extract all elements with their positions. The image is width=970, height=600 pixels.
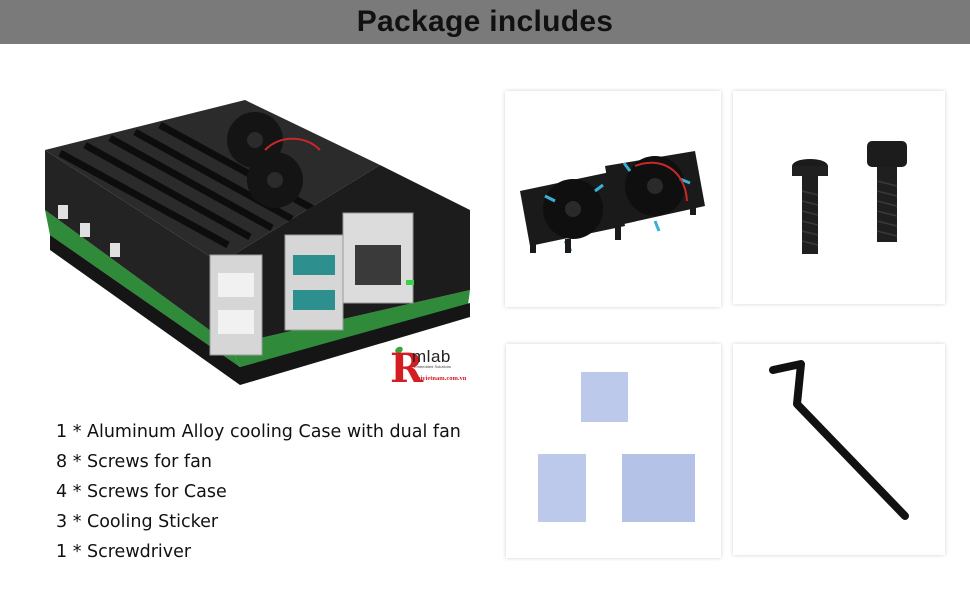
fan-pair-image xyxy=(520,151,705,253)
screws-photo xyxy=(733,91,945,304)
leaf-icon xyxy=(395,346,403,354)
cooling-stickers-image xyxy=(538,372,695,522)
package-contents-list: 1 * Aluminum Alloy cooling Case with dua… xyxy=(56,417,461,567)
logo-tagline: Embedded Solutions xyxy=(414,364,451,369)
logo-word: mlab xyxy=(412,347,451,366)
hex-key-icon xyxy=(769,360,909,520)
list-item: 3 * Cooling Sticker xyxy=(56,512,219,532)
header-banner: Package includes xyxy=(0,0,970,44)
list-item: 1 * Screwdriver xyxy=(56,542,192,562)
list-item: 4 * Screws for Case xyxy=(56,482,227,502)
page-title: Package includes xyxy=(356,5,614,38)
case-product-image xyxy=(45,100,470,385)
list-item: 8 * Screws for fan xyxy=(56,452,212,472)
stickers-photo xyxy=(506,344,721,558)
screws-image xyxy=(792,141,907,254)
logo-mark: R xyxy=(390,345,424,392)
fan-photo xyxy=(505,91,721,307)
screwdriver-photo xyxy=(733,344,945,555)
brand-logo: R mlab Embedded Solutions rpivietnam.com… xyxy=(390,345,490,390)
logo-website: rpivietnam.com.vn xyxy=(414,375,467,382)
list-item: 1 * Aluminum Alloy cooling Case with dua… xyxy=(56,422,461,442)
